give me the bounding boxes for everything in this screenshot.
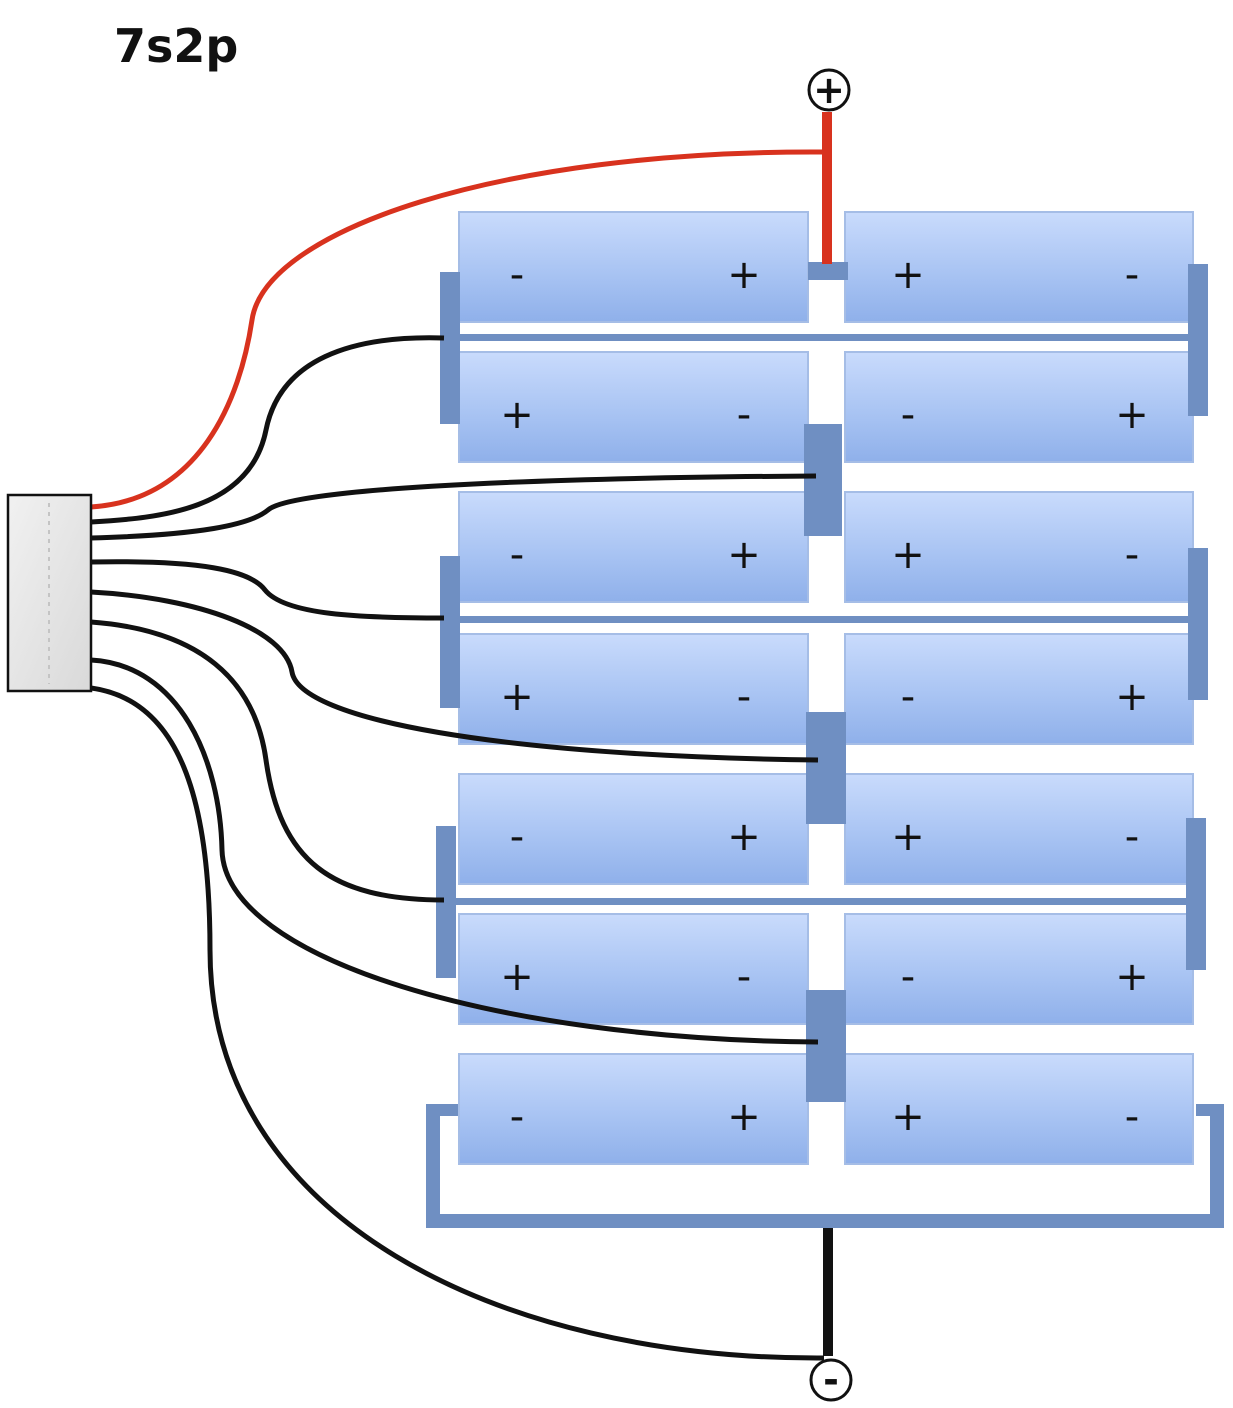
balance-wire-7 bbox=[90, 685, 825, 1361]
cell-polarity-right: - bbox=[1125, 532, 1139, 578]
positive-terminal: + bbox=[807, 68, 851, 112]
busbar-bottom-u bbox=[426, 1104, 1224, 1228]
cell-polarity-left: - bbox=[901, 392, 915, 438]
busbar-h-2 bbox=[452, 616, 1200, 623]
cell-body bbox=[844, 1053, 1194, 1165]
cell-polarity-right: + bbox=[727, 1094, 761, 1140]
busbar-center-3 bbox=[806, 990, 846, 1102]
cell-polarity-right: + bbox=[1115, 954, 1149, 1000]
cell-polarity-right: - bbox=[1125, 252, 1139, 298]
busbar-h-1 bbox=[452, 334, 1200, 341]
battery-cell: +- bbox=[844, 1053, 1194, 1165]
cell-body bbox=[458, 351, 809, 463]
cell-polarity-left: - bbox=[901, 954, 915, 1000]
cell-body bbox=[458, 211, 809, 323]
cell-polarity-right: + bbox=[727, 814, 761, 860]
balance-wire-1 bbox=[90, 335, 445, 525]
positive-terminal-label: + bbox=[813, 68, 845, 112]
plus-circle-icon bbox=[807, 68, 851, 112]
cell-polarity-left: + bbox=[891, 814, 925, 860]
busbar-right-3 bbox=[1186, 818, 1206, 970]
balance-wire-5 bbox=[90, 619, 445, 903]
battery-cell: +- bbox=[458, 351, 809, 463]
minus-circle-icon bbox=[809, 1358, 853, 1402]
cell-polarity-left: + bbox=[500, 392, 534, 438]
balance-connector bbox=[6, 493, 93, 693]
positive-balance-wire bbox=[90, 149, 825, 510]
balance-wires bbox=[90, 335, 833, 1361]
battery-cell: -+ bbox=[458, 1053, 809, 1165]
cell-polarity-right: + bbox=[1115, 392, 1149, 438]
cell-body bbox=[458, 633, 809, 745]
cell-polarity-left: + bbox=[891, 532, 925, 578]
cell-polarity-right: + bbox=[727, 532, 761, 578]
cell-polarity-left: + bbox=[891, 1094, 925, 1140]
battery-cell: -+ bbox=[458, 211, 809, 323]
busbar-right-2 bbox=[1188, 548, 1208, 700]
cell-polarity-left: - bbox=[510, 252, 524, 298]
cell-polarity-left: - bbox=[510, 1094, 524, 1140]
balance-wire-4 bbox=[90, 589, 819, 763]
cell-polarity-right: - bbox=[1125, 1094, 1139, 1140]
cell-body bbox=[844, 913, 1194, 1025]
cell-polarity-right: + bbox=[1115, 674, 1149, 720]
busbar-center-2 bbox=[806, 712, 846, 824]
cell-grid: -++-+--+-++-+--+-++-+--+-++- bbox=[458, 211, 1194, 1165]
negative-terminal-label: - bbox=[823, 1358, 839, 1402]
cell-polarity-right: + bbox=[727, 252, 761, 298]
cell-polarity-right: - bbox=[737, 392, 751, 438]
balance-wire-2 bbox=[90, 473, 817, 541]
battery-cell: +- bbox=[458, 913, 809, 1025]
busbar-left-2 bbox=[440, 556, 460, 708]
battery-cell: +- bbox=[844, 773, 1194, 885]
cell-body bbox=[458, 1053, 809, 1165]
cell-polarity-left: - bbox=[510, 814, 524, 860]
battery-cell: -+ bbox=[458, 773, 809, 885]
cell-polarity-right: - bbox=[737, 954, 751, 1000]
balance-wire-3 bbox=[90, 559, 445, 621]
battery-cell: -+ bbox=[844, 633, 1194, 745]
battery-cell: -+ bbox=[844, 913, 1194, 1025]
cell-body bbox=[458, 913, 809, 1025]
battery-cell: +- bbox=[844, 491, 1194, 603]
busbar-h-3 bbox=[448, 898, 1196, 905]
battery-cell: +- bbox=[844, 211, 1194, 323]
pack-title: 7s2p bbox=[114, 19, 238, 73]
busbar-left-3 bbox=[436, 826, 456, 978]
cell-body bbox=[458, 491, 809, 603]
battery-cell: -+ bbox=[844, 351, 1194, 463]
busbar-left-1 bbox=[440, 272, 460, 424]
positive-lead bbox=[90, 112, 832, 510]
cell-body bbox=[458, 773, 809, 885]
busbar-top-center bbox=[808, 262, 848, 280]
cell-body bbox=[844, 633, 1194, 745]
cell-body bbox=[844, 491, 1194, 603]
cell-polarity-left: + bbox=[500, 674, 534, 720]
balance-wire-6 bbox=[90, 657, 819, 1045]
cell-polarity-left: - bbox=[510, 532, 524, 578]
cell-body bbox=[844, 773, 1194, 885]
battery-cell: -+ bbox=[458, 491, 809, 603]
busbar-center-1 bbox=[804, 424, 842, 536]
negative-terminal: - bbox=[809, 1358, 853, 1402]
cell-polarity-left: + bbox=[891, 252, 925, 298]
cell-polarity-left: - bbox=[901, 674, 915, 720]
cell-polarity-right: - bbox=[1125, 814, 1139, 860]
bus-bars bbox=[426, 262, 1224, 1228]
battery-cell: +- bbox=[458, 633, 809, 745]
cell-polarity-right: - bbox=[737, 674, 751, 720]
cell-polarity-left: + bbox=[500, 954, 534, 1000]
